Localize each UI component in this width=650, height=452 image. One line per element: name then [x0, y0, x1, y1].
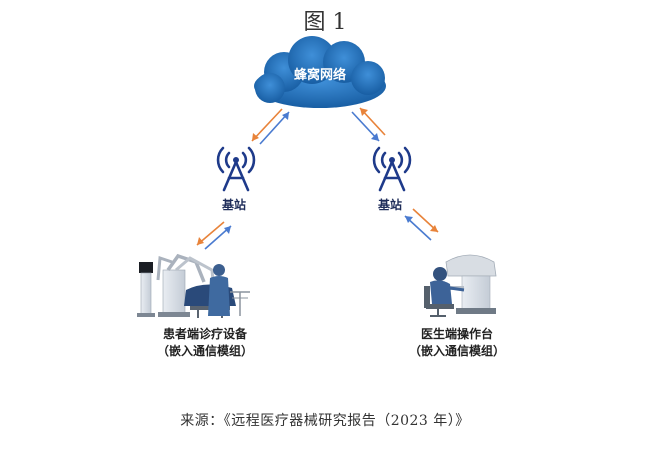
doctor-console-image	[424, 254, 497, 317]
patient-side-equipment-image	[137, 253, 250, 318]
link-arrows-left-patient	[196, 221, 232, 250]
doctor-node-label: 医生端操作台 （嵌入通信模组）	[382, 326, 532, 360]
link-arrows-cloud-left	[251, 108, 290, 145]
link-arrows-right-doctor	[404, 208, 439, 241]
cellular-network-cloud	[254, 36, 386, 108]
patient-node-line2: （嵌入通信模组）	[156, 344, 253, 358]
cloud-label: 蜂窝网络	[293, 68, 346, 83]
figure-title: 图 1	[303, 10, 347, 35]
link-arrows-cloud-right	[351, 107, 386, 142]
source-caption: 来源：《远程医疗器械研究报告（2023 年）》	[180, 413, 470, 429]
doctor-node-line2: （嵌入通信模组）	[408, 344, 505, 358]
base-station-left-icon	[216, 146, 256, 192]
patient-node-line1: 患者端诊疗设备	[162, 327, 247, 341]
base-station-right-label: 基站	[378, 198, 403, 212]
base-station-left-label: 基站	[222, 198, 247, 212]
doctor-node-line1: 医生端操作台	[420, 327, 493, 341]
patient-node-label: 患者端诊疗设备 （嵌入通信模组）	[130, 326, 280, 360]
base-station-right-icon	[372, 146, 412, 192]
